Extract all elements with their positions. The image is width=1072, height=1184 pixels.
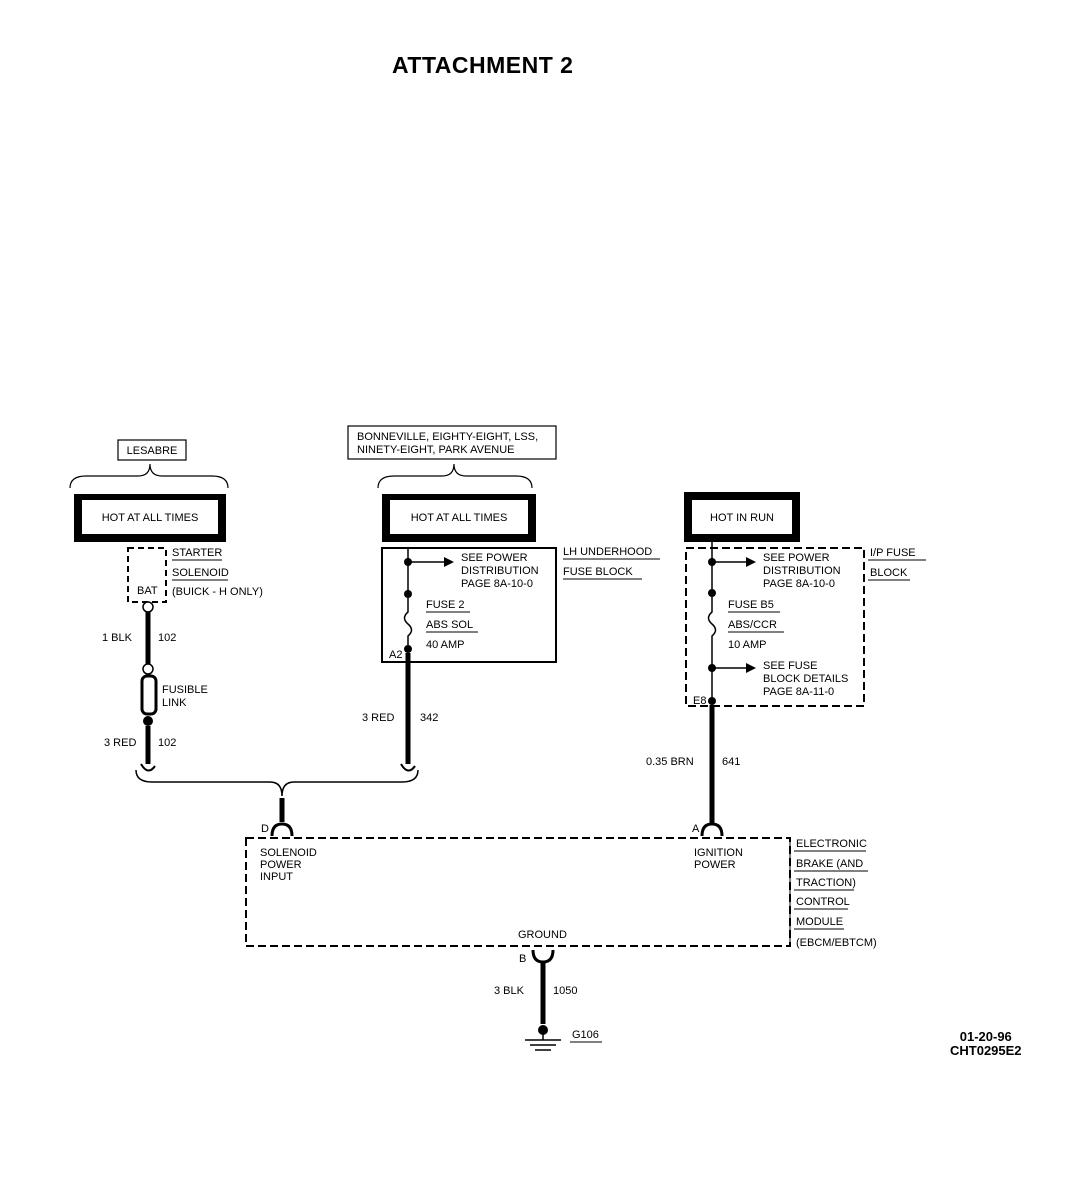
module-name-line1: ELECTRONIC xyxy=(796,838,867,850)
pin-d: D xyxy=(261,823,269,835)
underhood-fuse-circuit: ABS SOL xyxy=(426,619,473,631)
vehicle-label-bonneville: BONNEVILLE, EIGHTY-EIGHT, LSS, NINETY-EI… xyxy=(347,425,557,489)
document-date: 01-20-96 xyxy=(959,1029,1012,1044)
starter-solenoid: BAT STARTER SOLENOID (BUICK - H ONLY) xyxy=(127,547,263,603)
ip-wire-circuit: 641 xyxy=(722,756,740,768)
ground-label: GROUND xyxy=(518,929,567,941)
starter-name-line3: (BUICK - H ONLY) xyxy=(172,586,263,598)
underhood-ref-line2: DISTRIBUTION xyxy=(461,565,539,577)
ip-terminal: E8 xyxy=(693,695,706,707)
ground-wire: 3 BLK 1050 G106 xyxy=(494,962,602,1051)
underhood-name-line2: FUSE BLOCK xyxy=(563,566,633,578)
ground-wire-circuit: 1050 xyxy=(553,985,577,997)
ip-ref-line3: PAGE 8A-10-0 xyxy=(763,578,835,590)
fusible-link-line1: FUSIBLE xyxy=(162,684,208,696)
module-name-line4: CONTROL xyxy=(796,896,850,908)
ip-wire-size: 0.35 BRN xyxy=(646,756,694,768)
hot-at-all-times-left-text: HOT AT ALL TIMES xyxy=(102,512,199,524)
starter-wire-top-circuit: 102 xyxy=(158,632,176,644)
ip-ref-line2: DISTRIBUTION xyxy=(763,565,841,577)
underhood-fuse-rating: 40 AMP xyxy=(426,639,465,651)
fusible-link-line2: LINK xyxy=(162,697,187,709)
module-name-line2: BRAKE (AND xyxy=(796,858,863,870)
pin-d-line2: POWER xyxy=(260,859,302,871)
underhood-wire-circuit: 342 xyxy=(420,712,438,724)
ip-name-line1: I/P FUSE xyxy=(870,547,916,559)
vehicle-label-lesabre: LESABRE xyxy=(69,439,229,489)
starter-wire: 1 BLK 102 FUSIBLE LINK 3 RED 102 xyxy=(102,601,208,772)
module-name-line3: TRACTION) xyxy=(796,877,856,889)
ebcm-module: D SOLENOID POWER INPUT A IGNITION POWER … xyxy=(245,822,877,965)
hot-at-all-times-box-left: HOT AT ALL TIMES xyxy=(74,494,226,542)
ip-fuse-rating: 10 AMP xyxy=(728,639,767,651)
underhood-wire: 3 RED 342 xyxy=(362,653,438,772)
underhood-ref-line3: PAGE 8A-10-0 xyxy=(461,578,533,590)
document-id: CHT0295E2 xyxy=(950,1043,1022,1058)
pin-a-line2: POWER xyxy=(694,859,736,871)
pin-b: B xyxy=(519,953,526,965)
starter-wire-top-size: 1 BLK xyxy=(102,632,133,644)
module-name-line5: MODULE xyxy=(796,916,843,928)
underhood-terminal: A2 xyxy=(389,649,402,661)
ip-ref-line1: SEE POWER xyxy=(763,552,830,564)
starter-terminal-bat: BAT xyxy=(137,585,158,597)
hot-in-run-box: HOT IN RUN xyxy=(684,492,800,542)
ip-ref2-line2: BLOCK DETAILS xyxy=(763,673,848,685)
ground-point-label: G106 xyxy=(572,1029,599,1041)
ip-name-line2: BLOCK xyxy=(870,567,908,579)
underhood-fuse-block: SEE POWER DISTRIBUTION PAGE 8A-10-0 FUSE… xyxy=(381,546,660,663)
ip-fuse-name: FUSE B5 xyxy=(728,599,774,611)
underhood-name-line1: LH UNDERHOOD xyxy=(563,546,652,558)
vehicle-label-lesabre-text: LESABRE xyxy=(127,445,178,457)
ip-wire: 0.35 BRN 641 xyxy=(646,705,740,824)
ground-wire-size: 3 BLK xyxy=(494,985,525,997)
starter-wire-bottom-circuit: 102 xyxy=(158,737,176,749)
pin-a: A xyxy=(692,823,700,835)
ip-ref2-line3: PAGE 8A-11-0 xyxy=(763,686,834,698)
ip-fuse-circuit: ABS/CCR xyxy=(728,619,777,631)
splice-brace xyxy=(135,769,419,797)
starter-name-line2: SOLENOID xyxy=(172,567,229,579)
page-title: ATTACHMENT 2 xyxy=(392,52,574,78)
underhood-wire-size: 3 RED xyxy=(362,712,394,724)
pin-d-line3: INPUT xyxy=(260,871,293,883)
ip-fuse-block: SEE POWER DISTRIBUTION PAGE 8A-10-0 FUSE… xyxy=(685,542,926,707)
vehicle-label-bonneville-line1: BONNEVILLE, EIGHTY-EIGHT, LSS, xyxy=(357,431,538,443)
pin-a-line1: IGNITION xyxy=(694,847,743,859)
module-name-line6: (EBCM/EBTCM) xyxy=(796,937,877,949)
underhood-fuse-name: FUSE 2 xyxy=(426,599,465,611)
hot-in-run-text: HOT IN RUN xyxy=(710,512,774,524)
starter-wire-bottom-size: 3 RED xyxy=(104,737,136,749)
starter-name-line1: STARTER xyxy=(172,547,222,559)
hot-at-all-times-box-middle: HOT AT ALL TIMES xyxy=(382,494,536,542)
ip-ref2-line1: SEE FUSE xyxy=(763,660,817,672)
vehicle-label-bonneville-line2: NINETY-EIGHT, PARK AVENUE xyxy=(357,444,515,456)
pin-d-line1: SOLENOID xyxy=(260,847,317,859)
underhood-ref-line1: SEE POWER xyxy=(461,552,528,564)
hot-at-all-times-middle-text: HOT AT ALL TIMES xyxy=(411,512,508,524)
document-code: 01-20-96 CHT0295E2 xyxy=(950,1030,1022,1058)
